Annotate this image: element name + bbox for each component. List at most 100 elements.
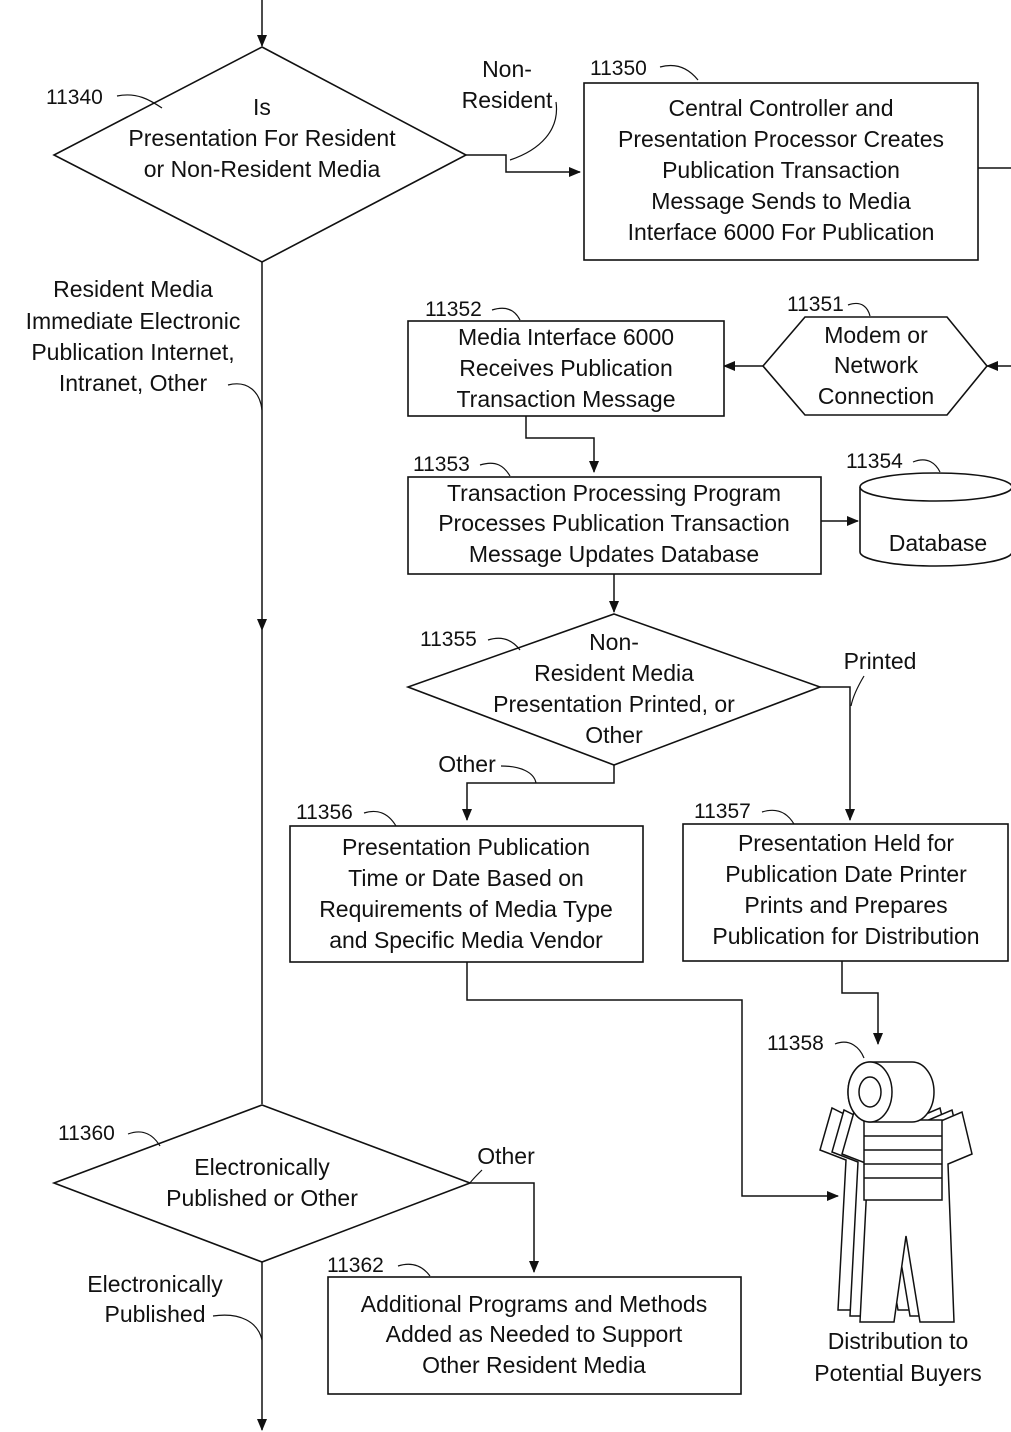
database-11354: Database 11354 [846, 450, 1011, 567]
connection-11351: Modem or Network Connection 11351 [761, 293, 989, 416]
edge-label-non-resident-2: Resident [462, 87, 553, 113]
ref-11350-leader [659, 64, 699, 81]
edge-label-non-resident-leader [509, 101, 558, 161]
edge-label-printed: Printed [844, 648, 917, 674]
process-11353: Transaction Processing Program Processes… [407, 453, 822, 575]
process-11362-line-2: Added as Needed to Support [386, 1321, 683, 1347]
ref-11360-leader [127, 1131, 161, 1147]
ref-11358: 11358 [767, 1032, 824, 1055]
process-11357-line-4: Publication for Distribution [712, 923, 979, 949]
ref-11353-leader [479, 462, 511, 477]
process-11353-line-2: Processes Publication Transaction [438, 510, 790, 536]
arrow-11355-other-to-11356 [462, 765, 615, 821]
process-11357: Presentation Held for Publication Date P… [682, 800, 1009, 962]
process-11362-line-3: Other Resident Media [422, 1352, 646, 1378]
edge-label-printed-leader [850, 675, 865, 707]
decision-11340-line-3: or Non-Resident Media [144, 156, 381, 182]
process-11350: Central Controller and Presentation Proc… [583, 57, 979, 261]
ref-11355-leader [487, 637, 521, 651]
ref-11357: 11357 [694, 800, 751, 823]
process-11356: Presentation Publication Time or Date Ba… [289, 801, 644, 963]
distribution-label-line-2: Potential Buyers [814, 1360, 981, 1386]
ref-11355: 11355 [420, 628, 477, 651]
edge-label-electronically-published-2: Published [104, 1301, 205, 1327]
ref-11340-leader [116, 94, 163, 109]
connectors [257, 0, 1011, 1431]
process-11350-line-3: Publication Transaction [662, 157, 900, 183]
arrow-11360-other-to-11362 [470, 1182, 539, 1273]
edge-label-electronically-published-1: Electronically [87, 1271, 223, 1297]
decision-11340-line-1: Is [253, 94, 271, 120]
ref-11358-leader [834, 1041, 865, 1059]
process-11352-line-1: Media Interface 6000 [458, 324, 674, 350]
process-11350-line-1: Central Controller and [668, 95, 893, 121]
connection-11351-line-2: Network [834, 352, 919, 378]
edge-label-other-11355-leader [500, 765, 537, 784]
decision-11360-line-2: Published or Other [166, 1185, 358, 1211]
decision-11355: Non- Resident Media Presentation Printed… [405, 613, 823, 766]
ref-11350: 11350 [590, 57, 647, 80]
database-cylinder [859, 487, 1011, 567]
process-11350-line-2: Presentation Processor Creates [618, 126, 944, 152]
edge-label-resident-media-leader [227, 383, 263, 411]
database-cylinder-top [859, 472, 1011, 502]
process-11352-line-2: Receives Publication [459, 355, 673, 381]
ref-11357-leader [761, 809, 795, 825]
arrow-11356-to-11358 [466, 962, 839, 1201]
ref-11353: 11353 [413, 453, 470, 476]
edge-label-resident-media-4: Intranet, Other [59, 370, 208, 396]
ref-11362-leader [397, 1263, 431, 1277]
ref-11356-leader [363, 810, 397, 827]
person-icon [819, 1061, 973, 1323]
process-11356-line-4: and Specific Media Vendor [329, 927, 603, 953]
distribution-figure-11358: Distribution to Potential Buyers 11358 [767, 1032, 982, 1386]
decision-11360-line-1: Electronically [194, 1154, 330, 1180]
arrow-11355-printed-to-11357 [820, 686, 855, 821]
ref-11360: 11360 [58, 1122, 115, 1145]
decision-11340: Is Presentation For Resident or Non-Resi… [46, 46, 468, 263]
process-11352: Media Interface 6000 Receives Publicatio… [407, 298, 725, 417]
connection-11351-line-1: Modem or [824, 322, 928, 348]
edge-label-other-11360: Other [477, 1143, 535, 1169]
process-11350-line-5: Interface 6000 For Publication [628, 219, 935, 245]
decision-11355-line-4: Other [585, 722, 643, 748]
decision-11355-line-2: Resident Media [534, 660, 694, 686]
decision-11355-line-1: Non- [589, 629, 639, 655]
process-11362-line-1: Additional Programs and Methods [361, 1291, 707, 1317]
process-11357-line-1: Presentation Held for [738, 830, 954, 856]
process-11353-line-3: Message Updates Database [469, 541, 759, 567]
distribution-label-line-1: Distribution to [828, 1328, 969, 1354]
edge-label-resident-media-3: Publication Internet, [31, 339, 234, 365]
ref-11351-leader [847, 302, 871, 317]
process-11356-line-2: Time or Date Based on [348, 865, 584, 891]
process-11356-line-1: Presentation Publication [342, 834, 590, 860]
process-11356-line-3: Requirements of Media Type [319, 896, 613, 922]
ref-11352-leader [491, 307, 521, 321]
process-11362: Additional Programs and Methods Added as… [327, 1254, 742, 1395]
edge-label-other-11355: Other [438, 751, 496, 777]
ref-11354: 11354 [846, 450, 903, 473]
process-11350-line-4: Message Sends to Media [651, 188, 911, 214]
edge-label-resident-media-1: Resident Media [53, 276, 213, 302]
edge-label-resident-media-2: Immediate Electronic [26, 308, 241, 334]
edge-label-other-11360-leader [469, 1169, 483, 1184]
ref-11352: 11352 [425, 298, 482, 321]
decision-11355-line-3: Presentation Printed, or [493, 691, 735, 717]
arrow-11340-to-11350 [466, 154, 581, 177]
arrow-11352-to-11353 [525, 416, 599, 473]
decision-11360: Electronically Published or Other 11360 [51, 1104, 473, 1263]
connection-11351-line-3: Connection [818, 383, 934, 409]
decision-11340-line-2: Presentation For Resident [128, 125, 396, 151]
database-label: Database [889, 530, 987, 556]
ref-11354-leader [912, 459, 941, 473]
process-11357-line-3: Prints and Prepares [744, 892, 947, 918]
ref-11351: 11351 [787, 293, 844, 316]
edge-labels: Non- Resident Resident Media Immediate E… [26, 56, 917, 1341]
arrow-11357-to-11358 [841, 961, 883, 1045]
ref-11356: 11356 [296, 801, 353, 824]
ref-11362: 11362 [327, 1254, 384, 1277]
edge-label-non-resident-1: Non- [482, 56, 532, 82]
process-11353-line-1: Transaction Processing Program [447, 480, 781, 506]
edge-label-electronically-published-leader [212, 1314, 263, 1341]
